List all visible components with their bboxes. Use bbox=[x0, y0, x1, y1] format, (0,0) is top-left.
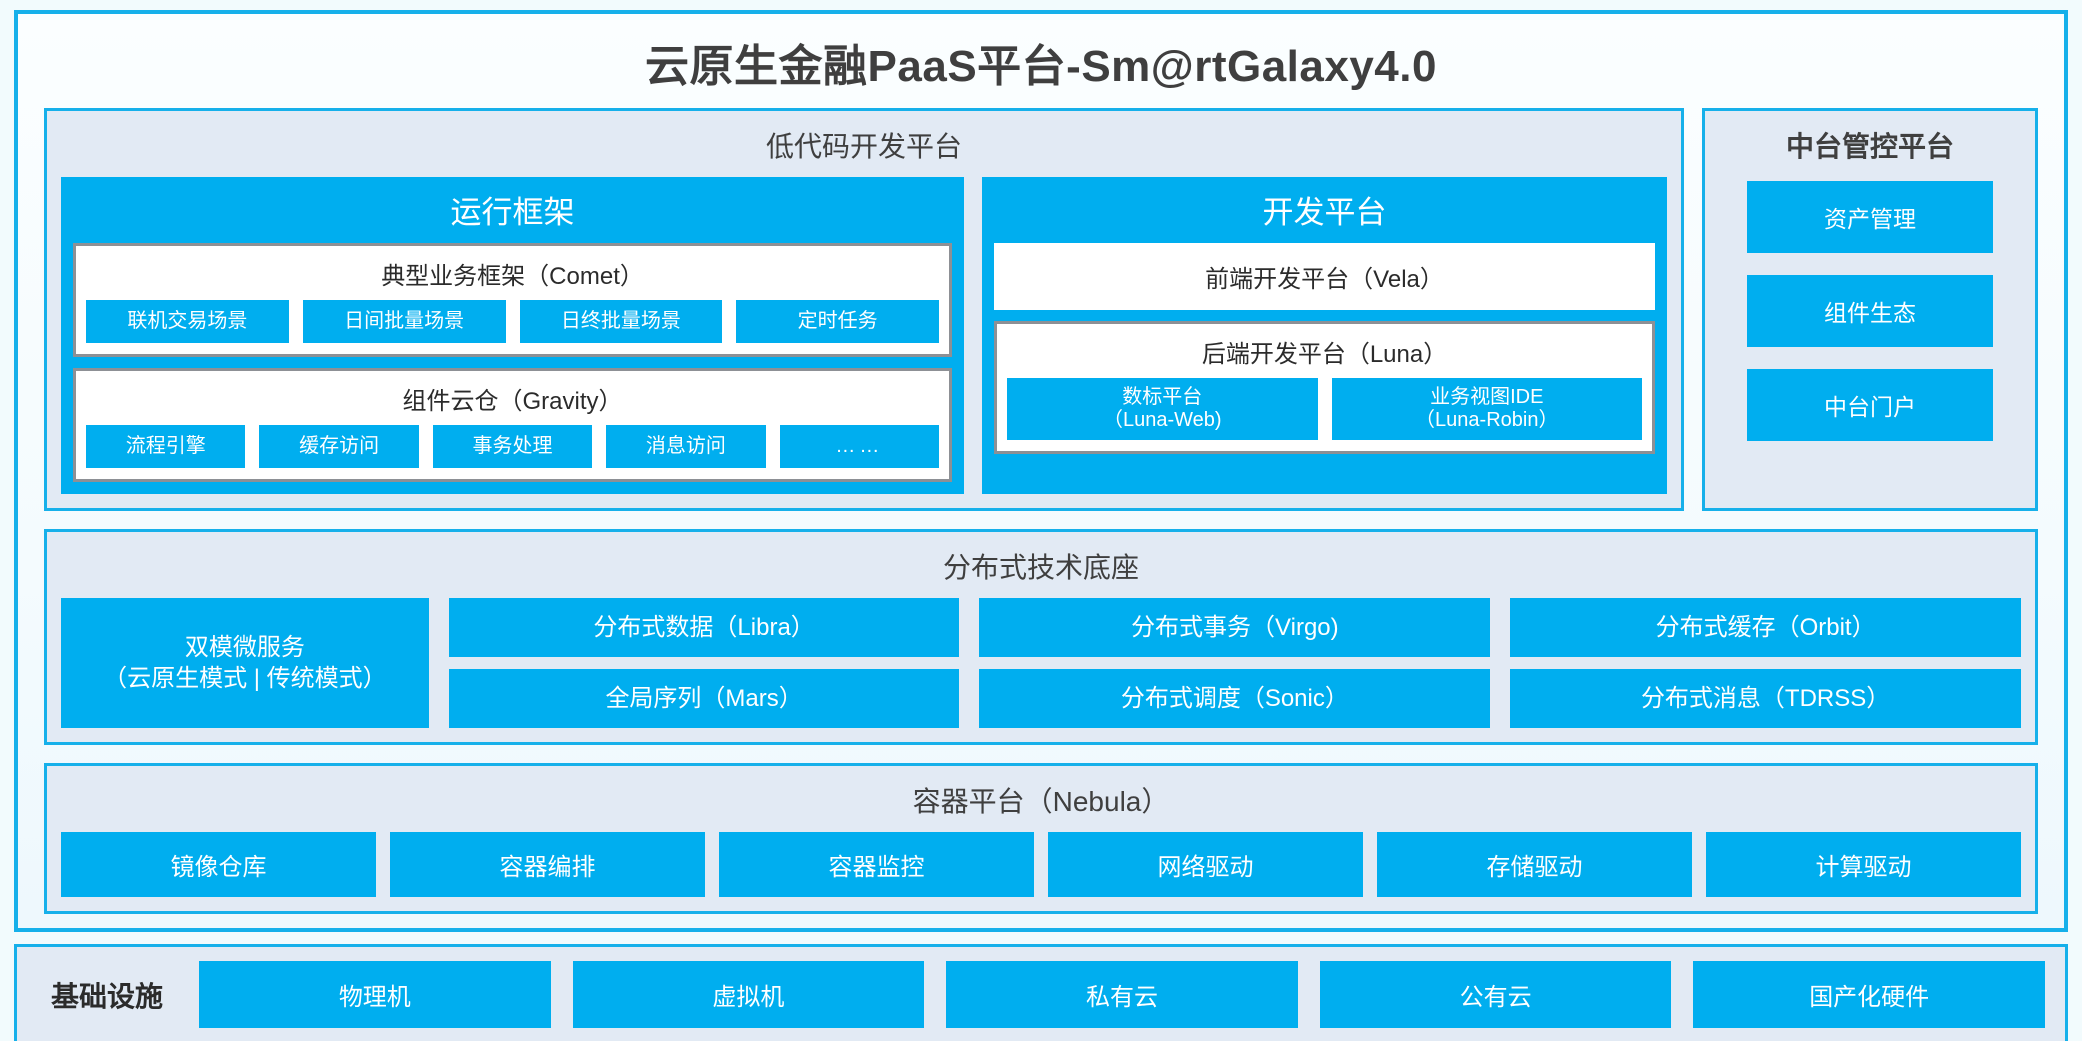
techbase-section: 分布式技术底座 双模微服务 （云原生模式 | 传统模式） 分布式数据（Libra… bbox=[18, 511, 2064, 746]
gravity-chip[interactable]: 消息访问 bbox=[606, 425, 766, 468]
techbase-column-2: 分布式事务（Virgo) 分布式调度（Sonic） bbox=[979, 598, 1491, 729]
gravity-chip-more[interactable]: …… bbox=[779, 425, 940, 468]
lowcode-platform-panel: 低代码开发平台 运行框架 典型业务框架（Comet） 联机交易场景 日间批量场景… bbox=[44, 108, 1684, 511]
microservice-line2: （云原生模式 | 传统模式） bbox=[103, 665, 387, 693]
luna-web-chip-line2: （Luna-Web) bbox=[1103, 409, 1222, 431]
runtime-framework-title: 运行框架 bbox=[450, 195, 575, 230]
container-cell[interactable]: 计算驱动 bbox=[1706, 832, 2021, 898]
infrastructure-cell[interactable]: 物理机 bbox=[199, 961, 551, 1029]
container-cell[interactable]: 网络驱动 bbox=[1048, 832, 1363, 898]
midoffice-item-asset[interactable]: 资产管理 bbox=[1747, 181, 1993, 253]
infrastructure-cell[interactable]: 虚拟机 bbox=[572, 961, 925, 1029]
container-platform-title: 容器平台（Nebula） bbox=[912, 786, 1170, 818]
comet-title: 典型业务框架（Comet） bbox=[381, 263, 644, 290]
midoffice-item-component[interactable]: 组件生态 bbox=[1747, 275, 1993, 347]
main-platform-card: 云原生金融PaaS平台-Sm@rtGalaxy4.0 低代码开发平台 运行框架 … bbox=[14, 10, 2068, 933]
techbase-cell[interactable]: 全局序列（Mars） bbox=[448, 669, 960, 729]
techbase-cell[interactable]: 分布式事务（Virgo) bbox=[979, 598, 1491, 658]
techbase-column-microservice: 双模微服务 （云原生模式 | 传统模式） bbox=[61, 598, 429, 729]
runtime-framework-box: 运行框架 典型业务框架（Comet） 联机交易场景 日间批量场景 日终批量场景 … bbox=[61, 177, 965, 494]
container-cell[interactable]: 容器编排 bbox=[390, 832, 705, 898]
techbase-cell[interactable]: 分布式数据（Libra） bbox=[448, 598, 960, 658]
microservice-cell[interactable]: 双模微服务 （云原生模式 | 传统模式） bbox=[61, 598, 429, 729]
techbase-column-1: 分布式数据（Libra） 全局序列（Mars） bbox=[448, 598, 960, 729]
luna-web-chip-line1: 数标平台 bbox=[1122, 386, 1203, 408]
infrastructure-cell[interactable]: 公有云 bbox=[1319, 961, 1672, 1029]
container-section: 容器平台（Nebula） 镜像仓库 容器编排 容器监控 网络驱动 存储驱动 计算… bbox=[18, 745, 2064, 915]
dev-platform-title: 开发平台 bbox=[1262, 195, 1387, 230]
comet-chip-list: 联机交易场景 日间批量场景 日终批量场景 定时任务 bbox=[86, 300, 940, 343]
container-platform-panel: 容器平台（Nebula） 镜像仓库 容器编排 容器监控 网络驱动 存储驱动 计算… bbox=[44, 763, 2038, 915]
dev-platform-box: 开发平台 前端开发平台（Vela） 后端开发平台（Luna） 数标平台 （Lun… bbox=[982, 177, 1667, 494]
vela-frontend-box[interactable]: 前端开发平台（Vela） bbox=[994, 243, 1655, 310]
infrastructure-cell-list: 物理机 虚拟机 私有云 公有云 国产化硬件 bbox=[199, 961, 2045, 1029]
luna-robin-chip-line2: （Luna-Robin） bbox=[1415, 409, 1559, 431]
midoffice-platform-title: 中台管控平台 bbox=[1785, 131, 1954, 162]
techbase-columns: 双模微服务 （云原生模式 | 传统模式） 分布式数据（Libra） 全局序列（M… bbox=[61, 598, 2021, 729]
microservice-line1: 双模微服务 bbox=[184, 634, 305, 661]
lowcode-platform-title: 低代码开发平台 bbox=[765, 131, 962, 162]
container-cell[interactable]: 存储驱动 bbox=[1377, 832, 1692, 898]
comet-chip[interactable]: 定时任务 bbox=[736, 300, 940, 343]
techbase-panel: 分布式技术底座 双模微服务 （云原生模式 | 传统模式） 分布式数据（Libra… bbox=[44, 529, 2038, 746]
techbase-cell[interactable]: 分布式缓存（Orbit） bbox=[1510, 598, 2021, 658]
luna-web-chip[interactable]: 数标平台 （Luna-Web) bbox=[1007, 378, 1318, 440]
gravity-chip[interactable]: 事务处理 bbox=[432, 425, 593, 468]
gravity-title: 组件云仓（Gravity） bbox=[402, 388, 623, 415]
infrastructure-panel: 基础设施 物理机 虚拟机 私有云 公有云 国产化硬件 bbox=[14, 944, 2068, 1041]
gravity-chip[interactable]: 流程引擎 bbox=[86, 425, 246, 468]
page-title: 云原生金融PaaS平台-Sm@rtGalaxy4.0 bbox=[645, 42, 1437, 91]
gravity-box: 组件云仓（Gravity） 流程引擎 缓存访问 事务处理 消息访问 …… bbox=[73, 368, 953, 482]
techbase-title: 分布式技术底座 bbox=[942, 552, 1139, 583]
comet-box: 典型业务框架（Comet） 联机交易场景 日间批量场景 日终批量场景 定时任务 bbox=[73, 243, 953, 357]
techbase-column-3: 分布式缓存（Orbit） 分布式消息（TDRSS） bbox=[1510, 598, 2021, 729]
container-cell[interactable]: 容器监控 bbox=[719, 832, 1034, 898]
comet-chip[interactable]: 日间批量场景 bbox=[302, 300, 506, 343]
container-cell[interactable]: 镜像仓库 bbox=[61, 832, 376, 898]
lowcode-platform-body: 运行框架 典型业务框架（Comet） 联机交易场景 日间批量场景 日终批量场景 … bbox=[61, 177, 1667, 494]
techbase-cell[interactable]: 分布式消息（TDRSS） bbox=[1510, 669, 2021, 729]
luna-backend-title: 后端开发平台（Luna） bbox=[1201, 341, 1448, 368]
comet-chip[interactable]: 联机交易场景 bbox=[86, 300, 289, 343]
midoffice-platform-panel: 中台管控平台 资产管理 组件生态 中台门户 bbox=[1702, 108, 2038, 511]
container-cell-list: 镜像仓库 容器编排 容器监控 网络驱动 存储驱动 计算驱动 bbox=[61, 832, 2021, 898]
gravity-chip-list: 流程引擎 缓存访问 事务处理 消息访问 …… bbox=[86, 425, 940, 468]
top-row: 低代码开发平台 运行框架 典型业务框架（Comet） 联机交易场景 日间批量场景… bbox=[18, 108, 2064, 511]
comet-chip[interactable]: 日终批量场景 bbox=[519, 300, 723, 343]
infrastructure-cell[interactable]: 私有云 bbox=[946, 961, 1298, 1029]
luna-backend-box: 后端开发平台（Luna） 数标平台 （Luna-Web) 业务视图IDE （Lu… bbox=[994, 321, 1655, 454]
luna-robin-chip[interactable]: 业务视图IDE （Luna-Robin） bbox=[1331, 378, 1642, 440]
infrastructure-label: 基础设施 bbox=[51, 980, 164, 1012]
infrastructure-cell[interactable]: 国产化硬件 bbox=[1693, 961, 2045, 1029]
techbase-cell[interactable]: 分布式调度（Sonic） bbox=[979, 669, 1491, 729]
midoffice-item-portal[interactable]: 中台门户 bbox=[1747, 369, 1993, 441]
luna-robin-chip-line1: 业务视图IDE bbox=[1430, 386, 1544, 408]
gravity-chip[interactable]: 缓存访问 bbox=[259, 425, 419, 468]
luna-chip-list: 数标平台 （Luna-Web) 业务视图IDE （Luna-Robin） bbox=[1007, 378, 1642, 440]
